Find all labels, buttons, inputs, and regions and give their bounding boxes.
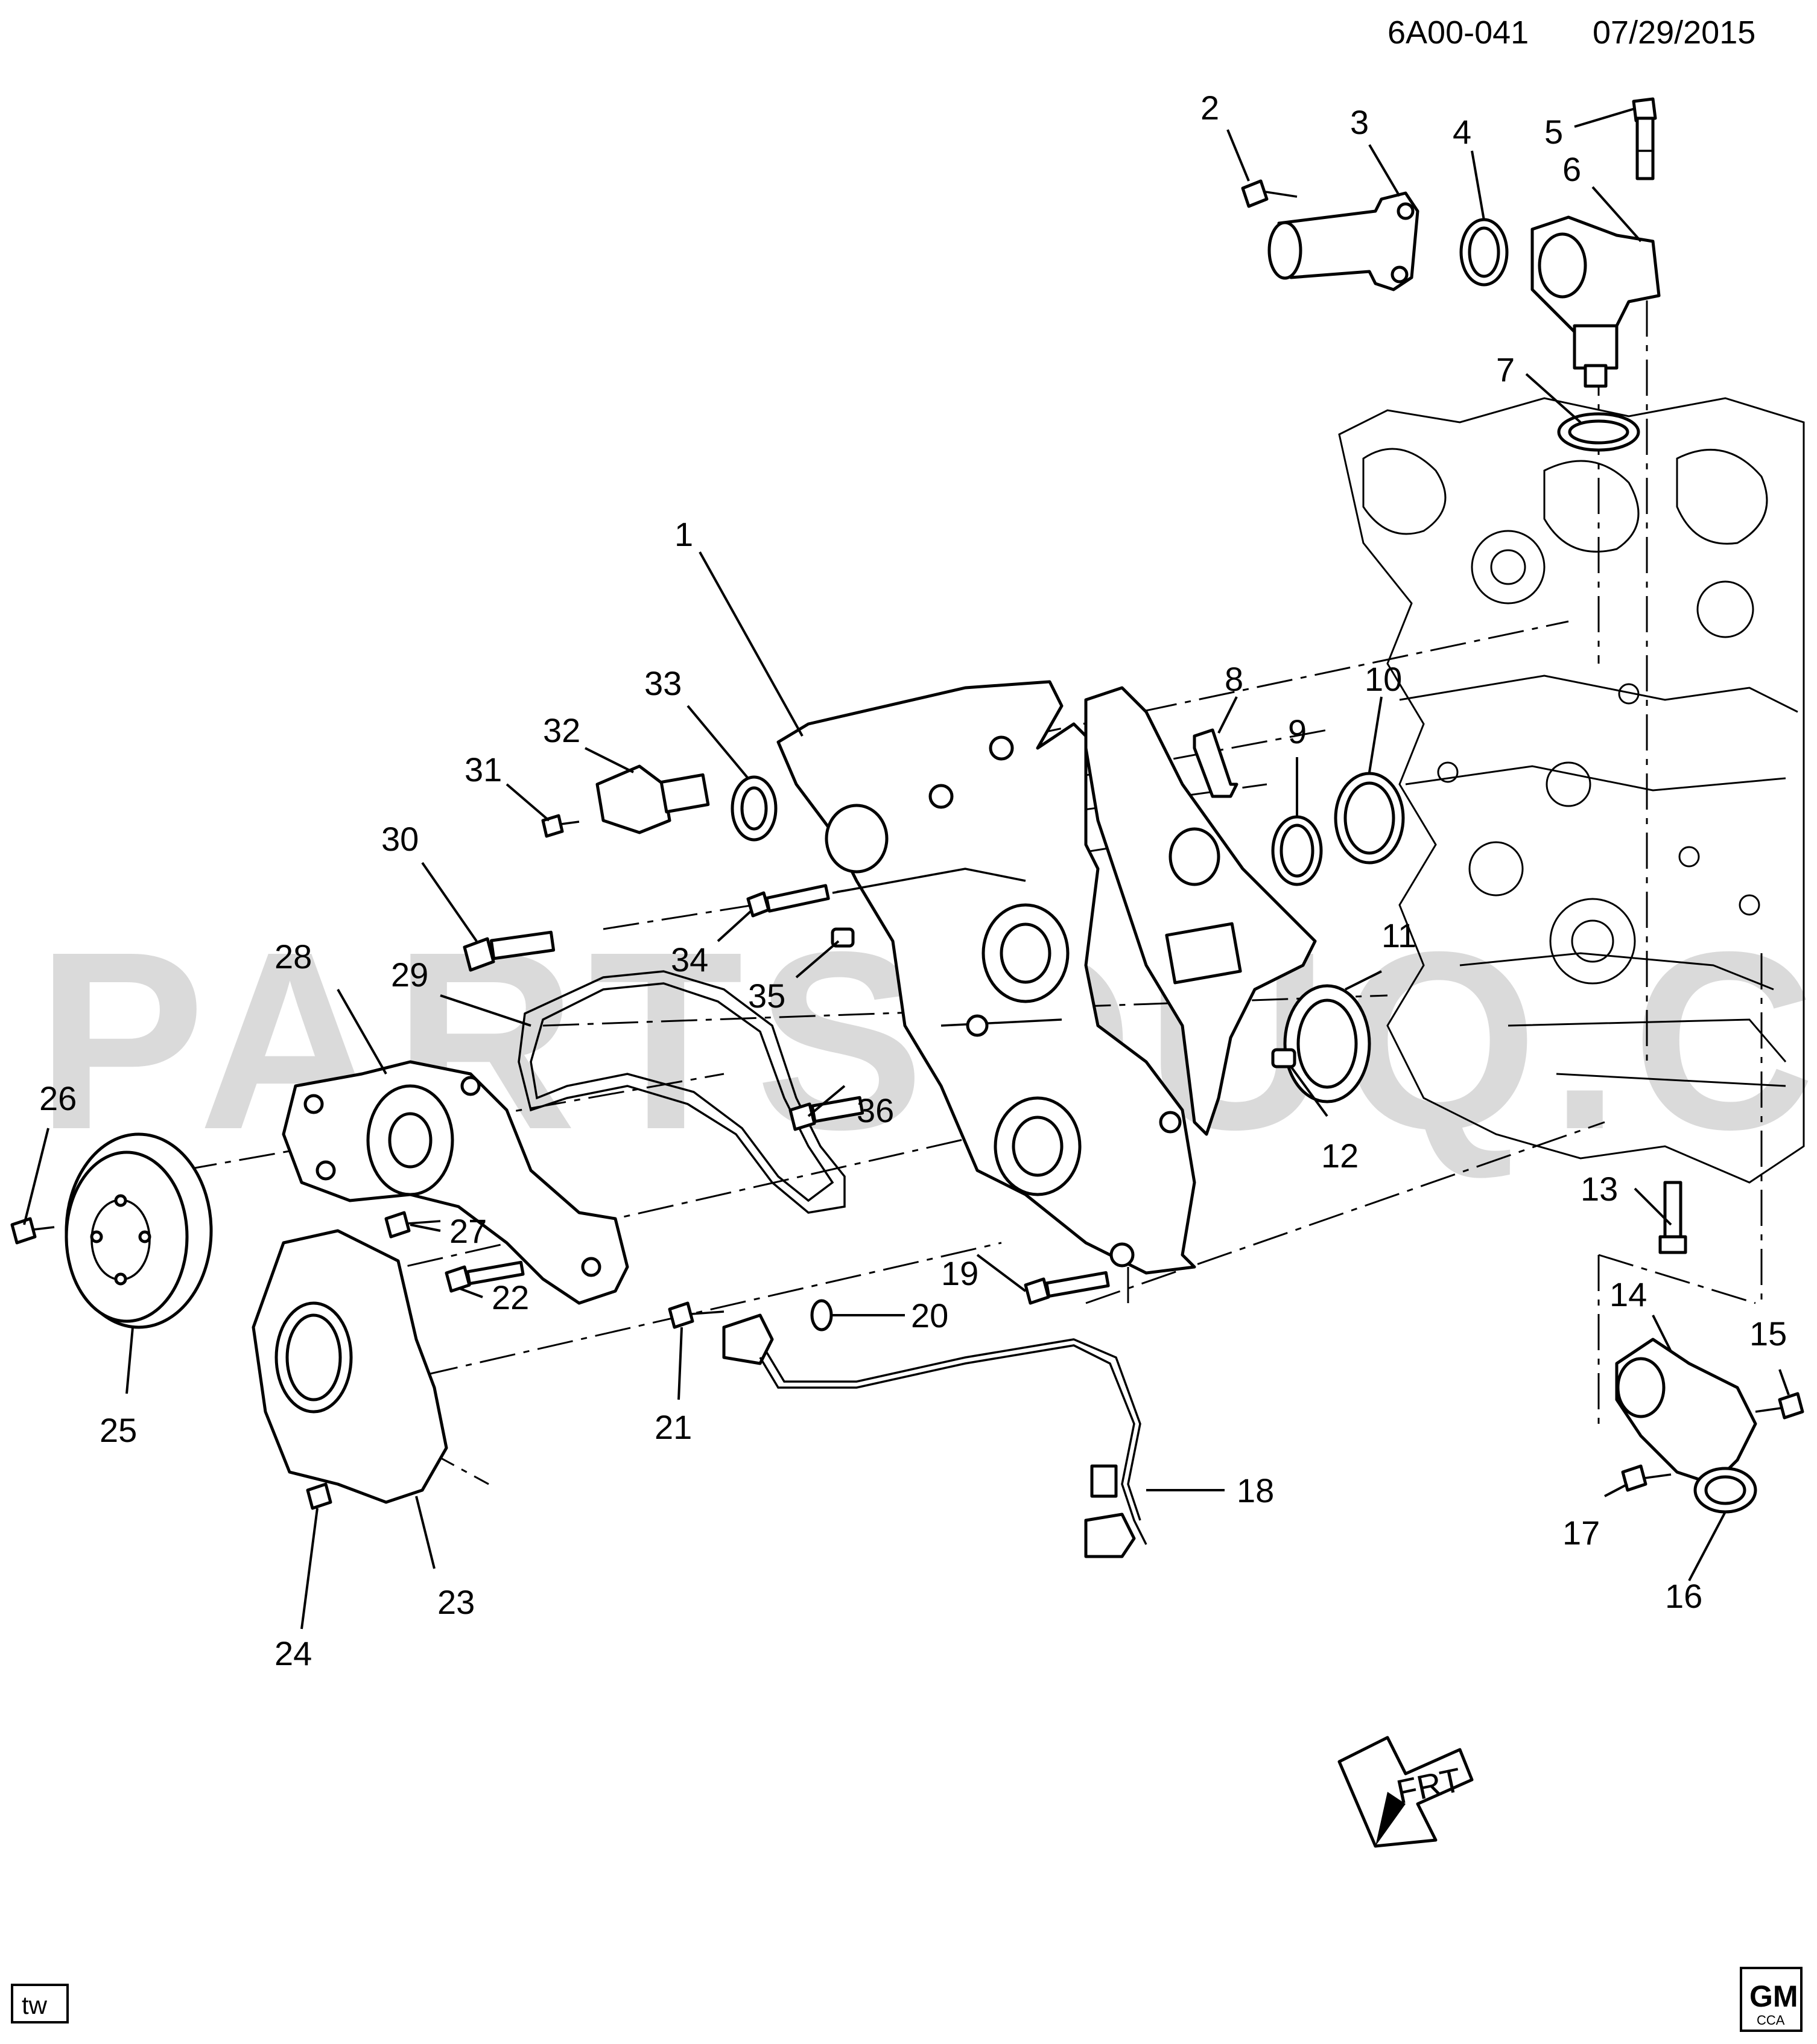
callout-18: 18: [1237, 1471, 1274, 1509]
footer-tag: tw: [11, 1984, 69, 2023]
leader-lines: [23, 107, 1790, 1630]
timing-cover: [776, 680, 1196, 1275]
callout-14: 14: [1609, 1275, 1647, 1313]
callout-6: 6: [1562, 150, 1581, 188]
gasket-8: [1193, 728, 1238, 798]
bolt-36: [788, 1096, 864, 1131]
bolt-5: [1632, 97, 1657, 180]
callout-29: 29: [391, 956, 428, 994]
callout-2: 2: [1200, 89, 1219, 127]
dowel-12: [1271, 1048, 1296, 1068]
callout-20: 20: [911, 1297, 948, 1335]
pulley: [65, 1132, 213, 1329]
callout-35: 35: [748, 977, 785, 1015]
callout-5: 5: [1544, 113, 1563, 151]
callout-26: 26: [39, 1079, 77, 1117]
bolt-2: [1241, 179, 1298, 208]
callout-25: 25: [100, 1411, 137, 1449]
front-direction-arrow: FRT: [1337, 1736, 1474, 1848]
gm-logo: GM CCA: [1740, 1967, 1803, 2032]
bolt-26: [10, 1217, 55, 1245]
callout-3: 3: [1350, 103, 1369, 141]
gasket-29: [518, 970, 846, 1214]
callout-8: 8: [1225, 660, 1243, 698]
water-pump: [282, 1060, 629, 1305]
callout-21: 21: [655, 1408, 692, 1446]
callout-7: 7: [1496, 351, 1515, 389]
callout-33: 33: [644, 664, 682, 702]
callout-1: 1: [674, 515, 693, 553]
callout-19: 19: [941, 1254, 978, 1292]
bolt-19: [1024, 1271, 1110, 1305]
callout-30: 30: [381, 820, 419, 858]
timing-cover-rear: [1084, 686, 1317, 1136]
thermostat-housing: [1530, 215, 1661, 388]
sensor-harness: [722, 1299, 1147, 1558]
callout-9: 9: [1288, 713, 1307, 751]
callout-4: 4: [1453, 113, 1471, 151]
callouts: 1 2 3 4 5 6 7 8 9 10 11 12 13 14 15 16 1…: [39, 89, 1787, 1672]
solenoid-32: [595, 764, 710, 834]
bolt-21: [668, 1301, 725, 1329]
cover-plate: [252, 1229, 448, 1504]
bolt-17: [1621, 1464, 1672, 1492]
bolt-27: [384, 1211, 441, 1239]
footer-tag-text: tw: [22, 1991, 48, 2019]
callout-28: 28: [274, 938, 312, 976]
callout-32: 32: [543, 711, 580, 749]
callout-31: 31: [465, 751, 502, 789]
callout-15: 15: [1749, 1315, 1787, 1353]
callout-12: 12: [1321, 1137, 1359, 1175]
engine-block: [1338, 397, 1805, 1184]
callout-22: 22: [492, 1278, 529, 1316]
gm-logo-text: GM: [1749, 1979, 1798, 2013]
drawing-date: 07/29/2015: [1593, 14, 1755, 51]
callout-24: 24: [274, 1634, 312, 1672]
seal-ring-9: [1271, 815, 1323, 886]
callout-10: 10: [1365, 660, 1402, 698]
bolt-13: [1658, 1181, 1687, 1254]
callout-13: 13: [1581, 1170, 1618, 1208]
seal-4: [1459, 218, 1509, 287]
gm-logo-sub: CCA: [1757, 2013, 1785, 2028]
seal-33: [731, 775, 778, 842]
ring-seal-10: [1334, 772, 1405, 865]
water-outlet: [1267, 191, 1419, 291]
callout-27: 27: [449, 1212, 487, 1250]
callout-11: 11: [1381, 916, 1416, 954]
callout-16: 16: [1665, 1577, 1702, 1615]
bolt-30: [463, 930, 556, 972]
callout-23: 23: [437, 1583, 475, 1621]
water-inlet: [1615, 1338, 1757, 1514]
callout-34: 34: [671, 941, 708, 979]
seal-7: [1557, 412, 1640, 452]
callout-36: 36: [857, 1091, 894, 1129]
bolt-15: [1755, 1392, 1804, 1420]
drawing-id: 6A00-041: [1387, 14, 1529, 51]
frt-arrow-icon: [1337, 1736, 1474, 1848]
crank-seal-11: [1283, 984, 1371, 1103]
bolt-24: [306, 1482, 332, 1510]
bolt-34: [746, 884, 830, 918]
callout-17: 17: [1562, 1514, 1600, 1552]
bolt-22: [445, 1260, 525, 1293]
